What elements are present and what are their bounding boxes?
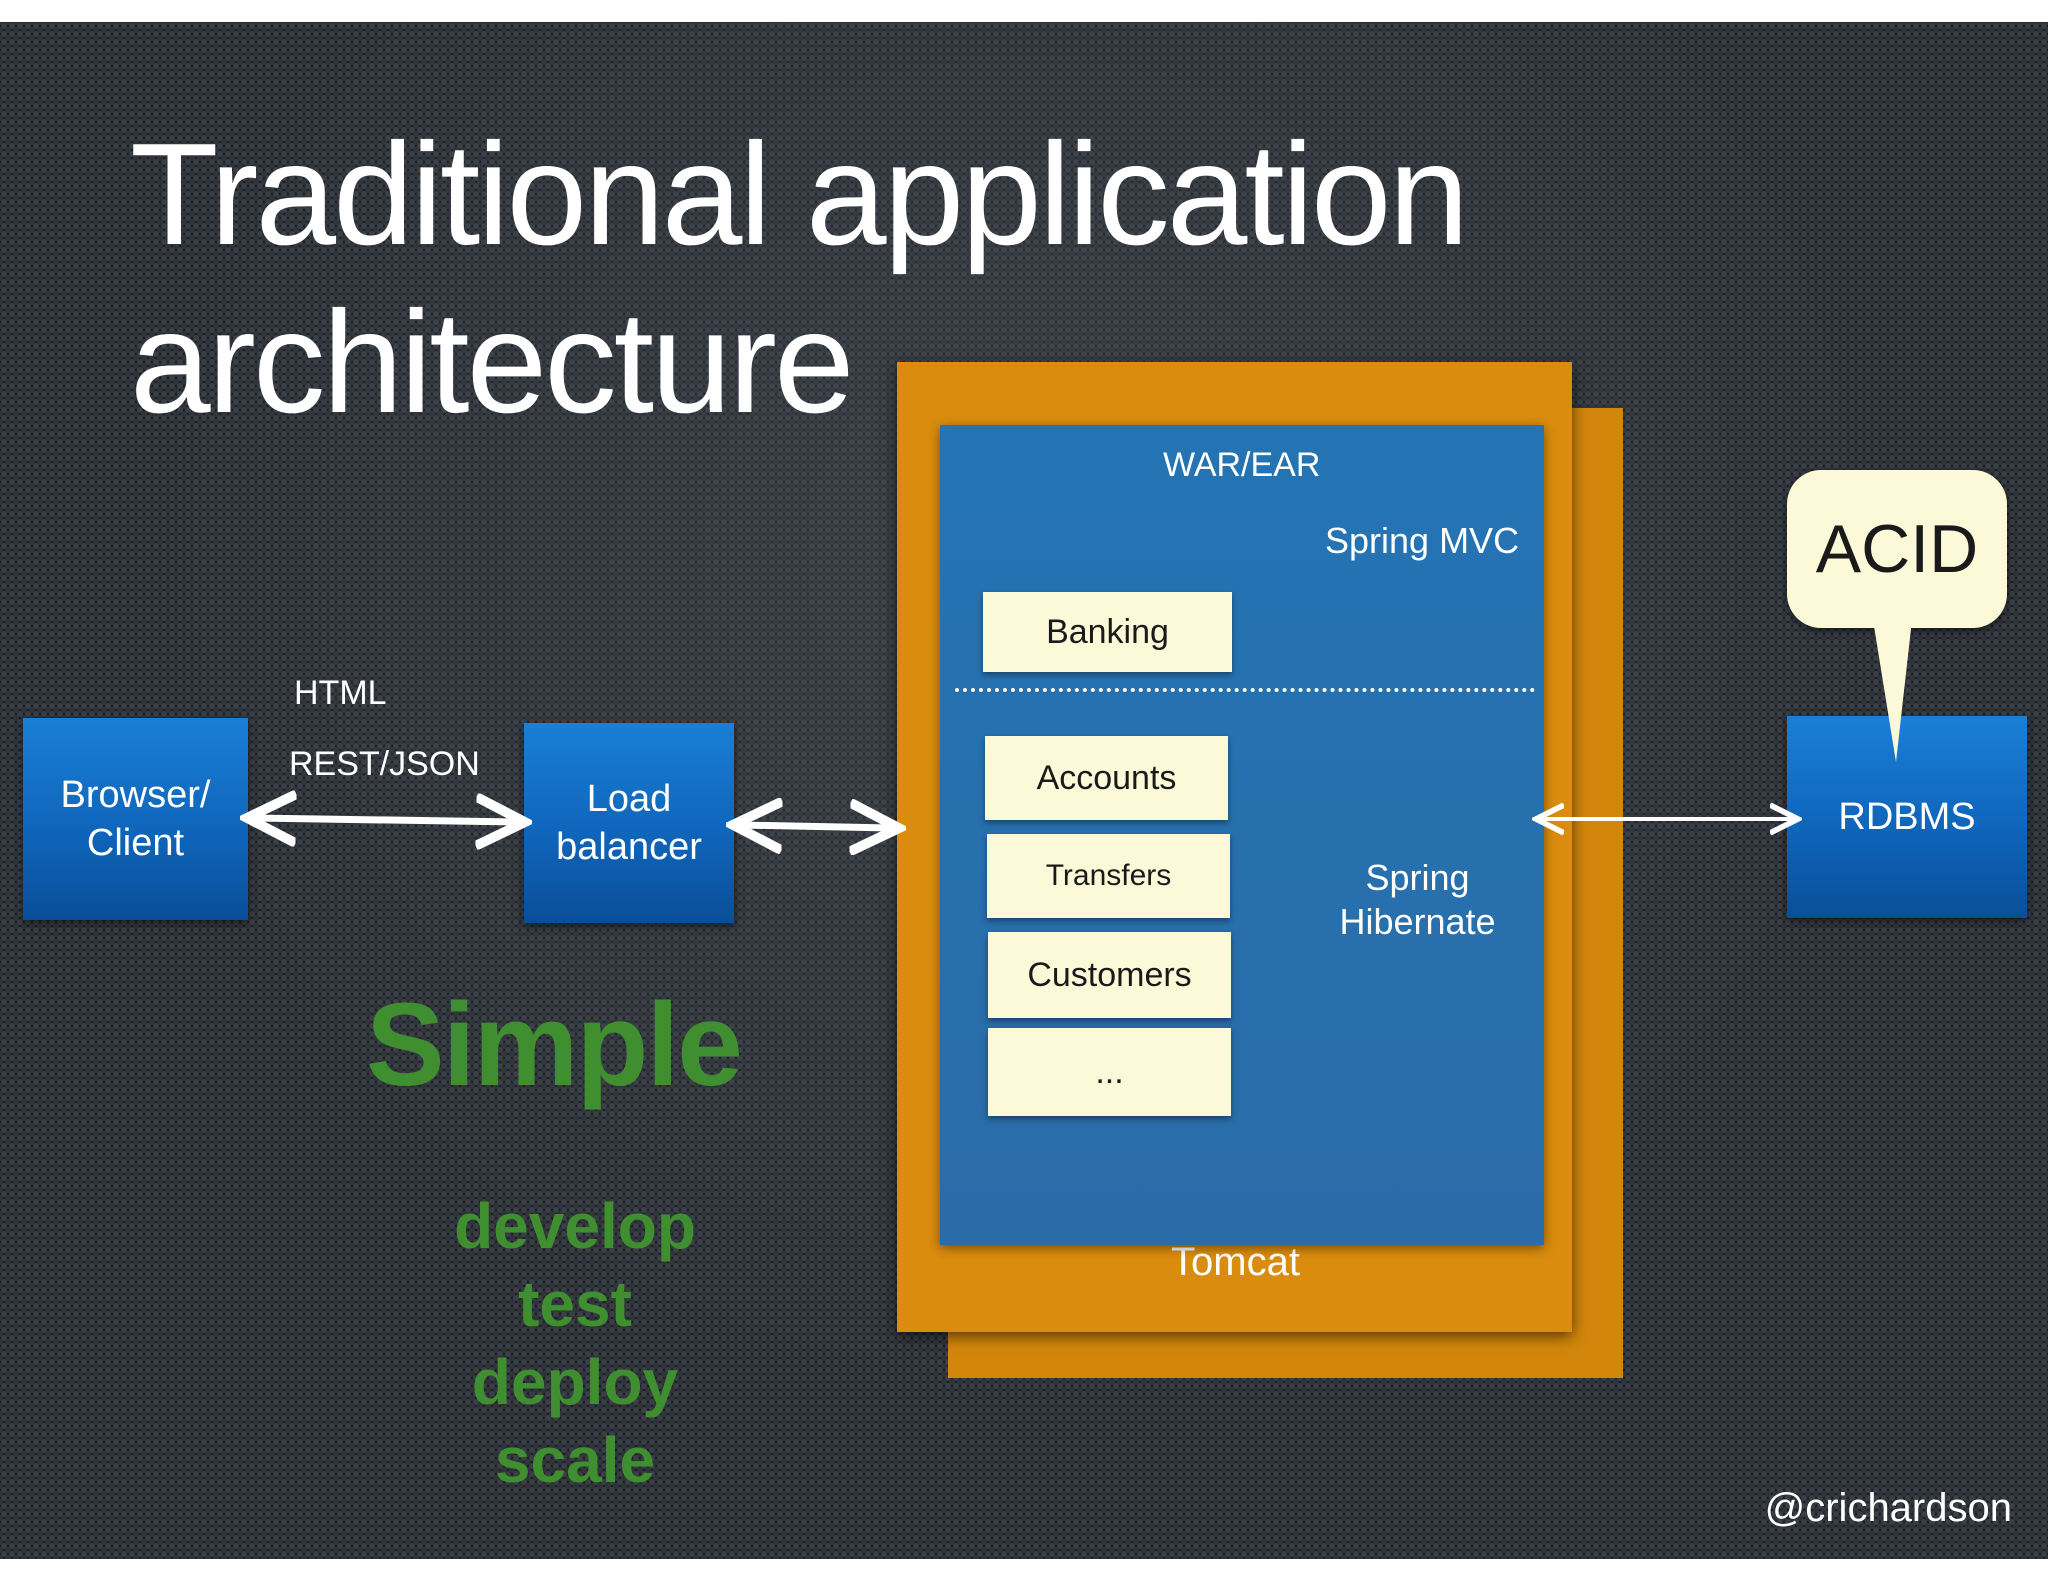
benefits-list: develop test deploy scale <box>430 1187 720 1499</box>
module-more: ... <box>988 1028 1231 1116</box>
browser-client-label-line-2: Client <box>86 822 185 864</box>
spring-hibernate-label-line-1: Spring <box>1365 857 1470 898</box>
benefit-scale: scale <box>494 1424 656 1496</box>
slide-title-line-1: Traditional application <box>130 113 1469 275</box>
module-transfers: Transfers <box>987 834 1230 918</box>
arrow-client-to-loadbalancer <box>254 818 518 822</box>
spring-mvc-label: Spring MVC <box>1325 520 1520 561</box>
layer-divider <box>955 688 1535 692</box>
load-balancer-label-line-1: Load <box>586 778 672 820</box>
spring-hibernate-label-line-2: Hibernate <box>1339 901 1496 942</box>
load-balancer-label-line-2: balancer <box>556 826 702 868</box>
spring-hibernate-label: Spring Hibernate <box>1330 856 1505 944</box>
browser-client-box: Browser/ Client <box>23 718 248 920</box>
slide: Traditional application architecture Bro… <box>0 22 2048 1559</box>
rdbms-box: RDBMS <box>1787 716 2027 918</box>
html-protocol-label: HTML <box>294 674 387 712</box>
connectors <box>0 620 1912 1559</box>
module-customers: Customers <box>988 932 1231 1018</box>
acid-callout: ACID <box>1787 470 2007 628</box>
benefit-test: test <box>518 1268 632 1340</box>
author-handle: @crichardson <box>1764 1486 2012 1530</box>
module-accounts: Accounts <box>985 736 1228 820</box>
arrow-loadbalancer-to-tomcat <box>740 825 892 828</box>
load-balancer-box: Load balancer <box>524 723 734 923</box>
browser-client-label-line-1: Browser/ <box>60 774 211 816</box>
slide-title-line-2: architecture <box>130 281 855 443</box>
simple-headline: Simple <box>366 979 743 1111</box>
module-banking: Banking <box>983 592 1232 672</box>
benefit-deploy: deploy <box>471 1346 679 1418</box>
war-ear-label: WAR/EAR <box>1163 446 1321 484</box>
acid-callout-tail <box>1873 620 1912 762</box>
tomcat-label: Tomcat <box>1171 1240 1300 1284</box>
rest-json-protocol-label: REST/JSON <box>289 745 480 783</box>
slide-title: Traditional application architecture <box>130 110 1469 446</box>
benefit-develop: develop <box>454 1190 696 1262</box>
